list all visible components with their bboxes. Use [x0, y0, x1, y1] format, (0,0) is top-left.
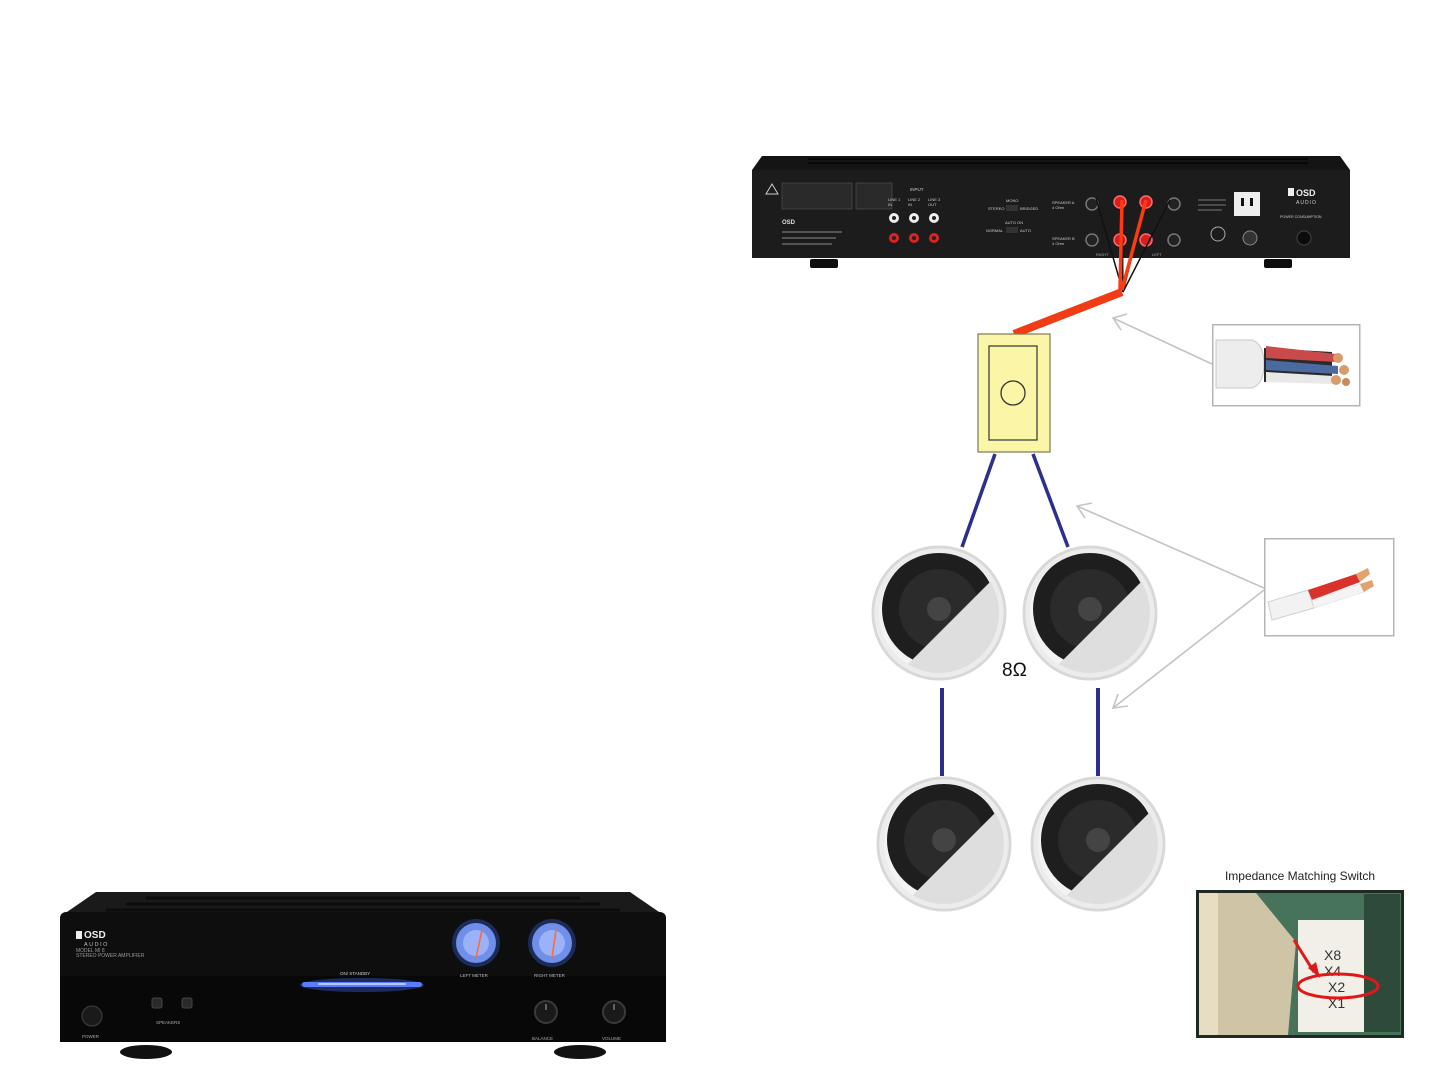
- volume-control-wallplate[interactable]: [978, 334, 1050, 452]
- amp-lead-red-1: [1120, 200, 1122, 290]
- ceiling-speaker-1: [871, 545, 1007, 681]
- front-type: STEREO POWER AMPLIFIER: [76, 953, 145, 959]
- speaker-b-button[interactable]: [182, 998, 192, 1008]
- four-conductor-cable-photo: [1212, 324, 1361, 407]
- front-brand: OSD: [84, 930, 106, 941]
- volume-label: VOLUME: [602, 1036, 621, 1041]
- speakers-label: SPEAKERS: [156, 1020, 180, 1025]
- speaker-a-button[interactable]: [152, 998, 162, 1008]
- power-label: POWER: [82, 1034, 100, 1039]
- switch-pos-x4: X4: [1324, 963, 1341, 979]
- ceiling-speaker-3: [876, 776, 1012, 912]
- balance-label: BALANCE: [532, 1036, 553, 1041]
- right-meter-label: RIGHT METER: [534, 973, 566, 978]
- front-power-button[interactable]: [82, 1006, 102, 1026]
- front-amplifier: OSD AUDIO MODEL MI 8 STEREO POWER AMPLIF…: [56, 888, 670, 1060]
- amp-lead-red-2: [1122, 200, 1146, 290]
- standby-label: ON/ STANDBY: [340, 971, 370, 976]
- ceiling-speaker-2: [1022, 545, 1158, 681]
- ceiling-speaker-4: [1030, 776, 1166, 912]
- switch-pos-x2: X2: [1328, 979, 1345, 995]
- left-meter-label: LEFT METER: [460, 973, 489, 978]
- speaker-wire-right: [1033, 454, 1068, 547]
- two-conductor-cable-photo: [1264, 538, 1395, 637]
- speaker-wire-left: [962, 454, 995, 547]
- switch-pos-x8: X8: [1324, 947, 1341, 963]
- switch-photo-caption: Impedance Matching Switch: [1212, 869, 1388, 883]
- impedance-switch-photo: X8 X4 X2 X1: [1196, 890, 1404, 1038]
- amp-to-wallplate-cable: [1014, 292, 1122, 334]
- impedance-label: 8Ω: [1002, 660, 1027, 682]
